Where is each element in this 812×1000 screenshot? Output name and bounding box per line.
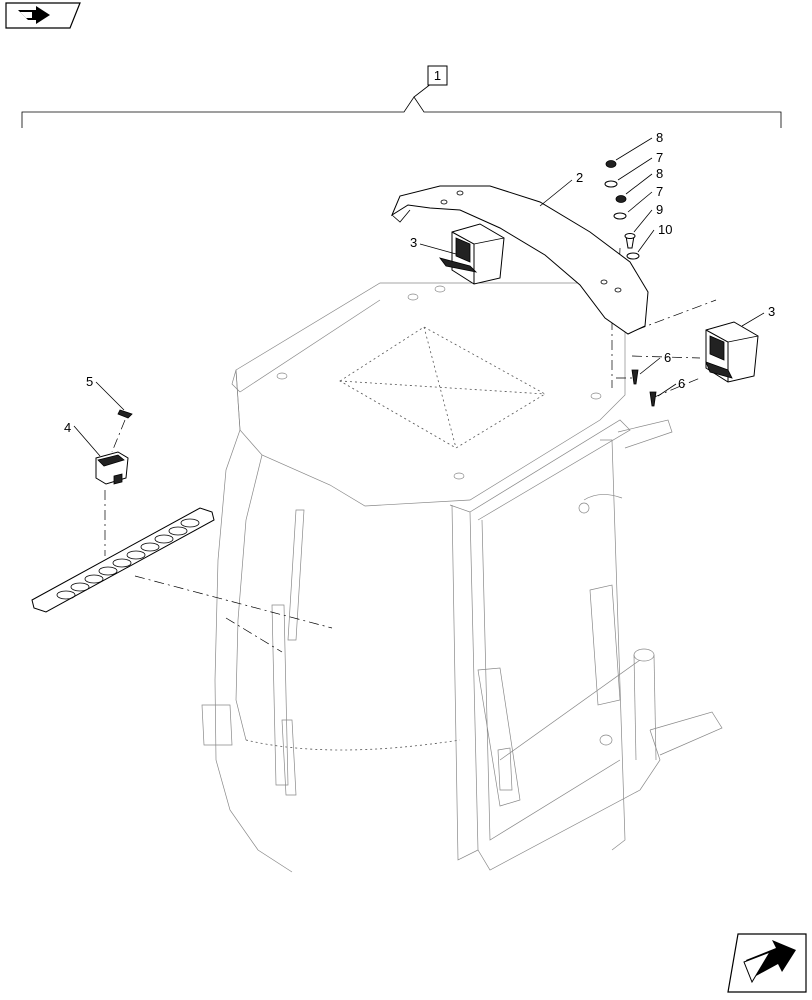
work-lamp-right	[705, 321, 759, 383]
callout-4: 4	[64, 420, 71, 435]
callout-5: 5	[86, 374, 93, 389]
callout-9: 9	[656, 202, 663, 217]
hardware-stack	[604, 160, 640, 260]
callout-3-left: 3	[410, 235, 417, 250]
callout-1: 1	[434, 68, 441, 83]
work-lamp-left	[438, 223, 505, 285]
callout-leaders	[73, 137, 765, 457]
callout-7b: 7	[656, 184, 663, 199]
callout-6b: 6	[678, 376, 685, 391]
callout-assembly-box: 1	[427, 65, 448, 86]
screws	[631, 369, 657, 407]
previous-page-arrow-icon[interactable]	[5, 2, 81, 29]
callout-3-right: 3	[768, 304, 775, 319]
switch-panel	[31, 507, 215, 613]
cab-body	[201, 282, 723, 873]
callout-8b: 8	[656, 166, 663, 181]
rocker-switch	[95, 451, 129, 485]
callout-7a: 7	[656, 150, 663, 165]
clip	[117, 409, 133, 419]
callout-6a: 6	[664, 350, 671, 365]
next-page-arrow-icon[interactable]	[727, 933, 807, 993]
callout-10: 10	[658, 222, 672, 237]
callout-2: 2	[576, 170, 583, 185]
assembly-bracket	[21, 79, 782, 128]
light-bracket	[390, 185, 649, 335]
callout-8a: 8	[656, 130, 663, 145]
